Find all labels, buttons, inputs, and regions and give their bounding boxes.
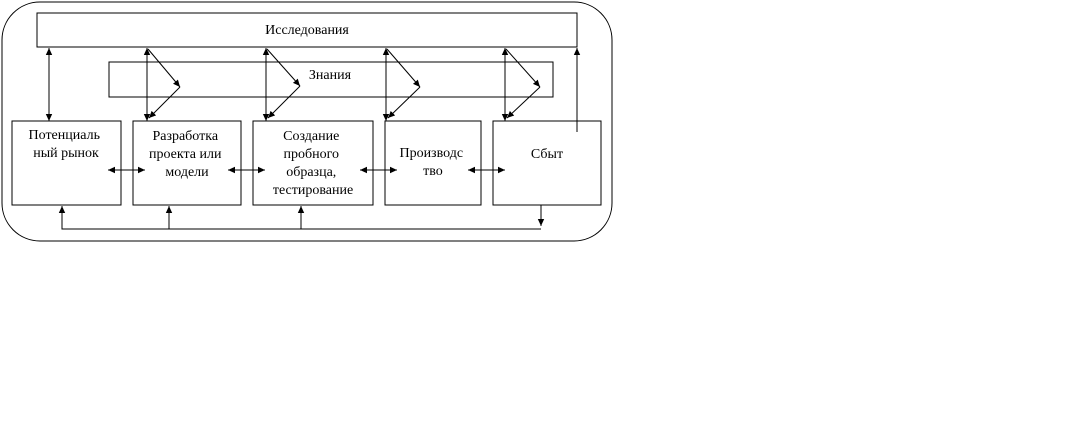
arrow-research-knowledge-4	[505, 48, 541, 88]
stage-market-box	[11, 120, 122, 206]
knowledge-label: Знания	[309, 68, 352, 83]
stage-prototype-label: Создание пробного образца, тестирование	[273, 129, 353, 198]
stage-production-label: Производс тво	[399, 146, 466, 179]
arrow-research-knowledge-1	[147, 48, 181, 88]
stage-prototype-box	[252, 120, 374, 206]
stage-market-label: Потенциаль ный рынок	[29, 128, 104, 161]
arrow-research-knowledge-2	[266, 48, 301, 87]
knowledge-box	[108, 61, 554, 98]
arrow-knowledge-production	[387, 86, 421, 119]
stage-sales-label: Сбыт	[531, 147, 563, 162]
stage-sales-box	[492, 120, 602, 206]
stage-production-box	[384, 120, 482, 206]
arrow-research-knowledge-3	[386, 48, 421, 88]
stage-design-box	[132, 120, 242, 206]
stage-design-label: Разработка проекта или модели	[149, 129, 225, 180]
arrow-knowledge-design	[148, 86, 181, 119]
arrow-knowledge-prototype	[267, 85, 301, 119]
research-box	[36, 12, 578, 48]
arrow-knowledge-sales	[506, 86, 541, 119]
research-label: Исследования	[265, 23, 349, 38]
